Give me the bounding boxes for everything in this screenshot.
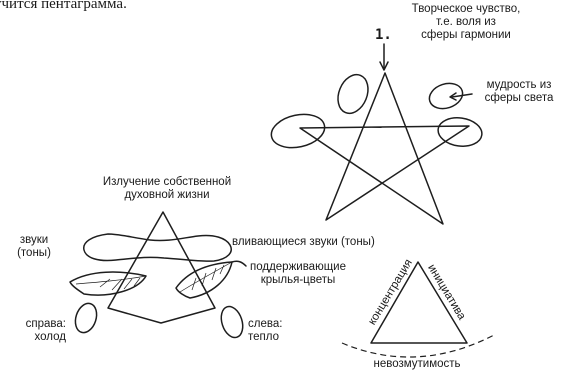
wisdom-line-2: сферы света — [484, 91, 554, 104]
upper-oval-top — [337, 73, 369, 115]
wings-label: поддерживающие крылья-цветы — [248, 261, 348, 287]
sounds-left-label: звуки (тоны) — [10, 234, 58, 260]
triangle-arc — [341, 333, 497, 358]
top-text-fragment: учится пентаграмма. — [0, 0, 127, 12]
sounds-left-line-2: (тоны) — [17, 246, 51, 259]
emanation-line-2: духовной жизни — [124, 188, 210, 201]
right-cold-label: справа: холод — [12, 318, 66, 344]
right-cold-line-1: справа: — [25, 318, 66, 330]
right-wing-leaf — [175, 261, 233, 299]
equanimity-label: невозмутимость — [373, 358, 461, 370]
left-warm-line-2: тепло — [248, 330, 279, 343]
emanation-label: Излучение собственной духовной жизни — [82, 176, 252, 202]
arrow-head-wisdom — [449, 92, 457, 101]
emanation-line-1: Излучение собственной — [102, 176, 232, 188]
upper-oval-far-right — [428, 82, 464, 110]
right-wing-stalk — [231, 260, 247, 267]
upper-oval-right — [437, 117, 483, 147]
creative-feeling-line-1: Творческое чувство, — [411, 3, 521, 15]
upper-oval-left — [270, 113, 326, 149]
arrow-head-apex — [379, 61, 389, 71]
lower-oval-band — [83, 233, 232, 262]
handwritten-marker: 1. — [375, 27, 392, 43]
lower-oval-left — [74, 302, 98, 334]
lower-pentagram-star — [107, 211, 216, 324]
right-cold-line-2: холод — [34, 330, 66, 343]
creative-feeling-line-2: т.е. воля из — [436, 15, 496, 28]
arrow-wisdom — [451, 93, 473, 98]
upper-pentagram — [270, 43, 483, 225]
creative-feeling-label: Творческое чувство, т.е. воля из сферы г… — [392, 3, 540, 42]
wings-line-2: крылья-цветы — [260, 273, 336, 286]
left-wing-leaf — [69, 271, 147, 296]
sounds-left-line-1: звуки — [19, 234, 49, 246]
right-wing-veins — [179, 261, 233, 293]
left-wing-veins — [75, 275, 147, 291]
wings-line-1: поддерживающие — [250, 261, 346, 273]
upper-pentagram-star — [299, 72, 470, 225]
lower-pentagram — [69, 211, 247, 339]
left-warm-line-1: слева: — [248, 318, 283, 330]
sounds-right-label: вливающиеся звуки (тоны) — [232, 236, 375, 248]
left-warm-label: слева: тепло — [248, 318, 282, 344]
triangle-shape — [370, 261, 468, 344]
creative-feeling-line-3: сферы гармонии — [421, 28, 511, 41]
wisdom-label: мудрость из сферы света — [474, 79, 564, 105]
wisdom-line-1: мудрость из — [486, 79, 552, 91]
lower-oval-right — [220, 305, 244, 339]
triangle-diagram — [341, 261, 497, 358]
